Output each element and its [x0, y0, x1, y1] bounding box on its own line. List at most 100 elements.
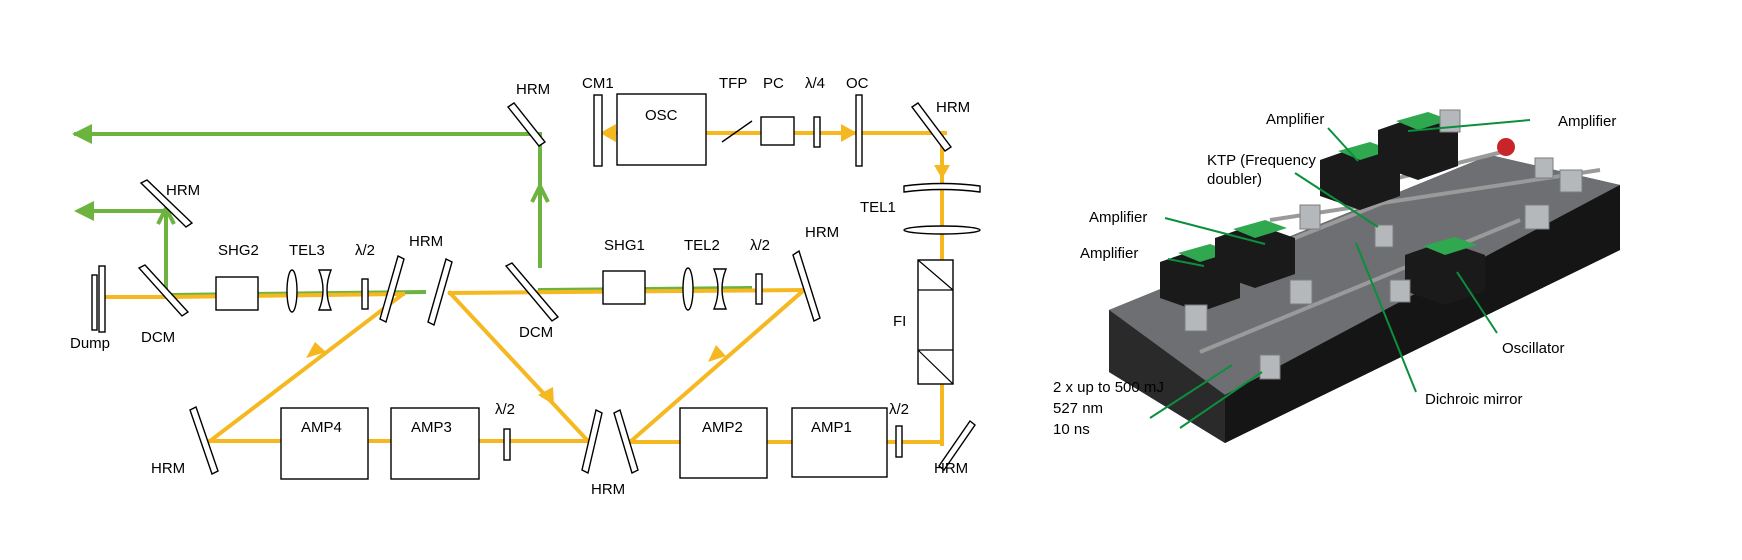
amp2-box: [679, 407, 768, 479]
label-tel2: TEL2: [684, 237, 720, 254]
tel1-lens-2: [903, 225, 981, 235]
label-hrm-right-mid: HRM: [805, 224, 839, 241]
hrm-bottom-left-mirror: [189, 406, 219, 475]
leader-amplifier-low: [1167, 258, 1205, 267]
hrm-left-upper-mirror: [139, 179, 194, 228]
optical-mounts: [1184, 109, 1583, 380]
optical-layout-schematic: HRM CM1 OSC TFP PC λ/4 OC HRM HRM SHG2 T…: [70, 75, 981, 498]
hrm-top-right-mirror: [910, 102, 953, 152]
shg2-box: [215, 276, 259, 311]
half-wave-mid-plate: [755, 273, 763, 305]
label-hrm-top-left: HRM: [516, 81, 550, 98]
fi-divider-bottom: [917, 349, 954, 385]
leader-amplifier-top-left: [1327, 127, 1359, 162]
label-osc: OSC: [645, 107, 678, 124]
half-wave-right-plate: [895, 425, 903, 458]
label-half-wave-lower: λ/2: [495, 401, 515, 418]
label-half-wave-left: λ/2: [355, 242, 375, 259]
tfp-plate: [721, 120, 753, 143]
tel2-lens-2: [712, 268, 728, 310]
leader-ktp: [1294, 172, 1379, 228]
dcm-left-mirror: [137, 264, 190, 317]
label-hrm-bottom-left: HRM: [151, 460, 185, 477]
label-amplifier-top-right: Amplifier: [1558, 113, 1616, 130]
beam-diag-up-right: [627, 287, 807, 445]
fi-box: [917, 259, 954, 385]
label-hrm-left-upper: HRM: [166, 182, 200, 199]
label-amplifier-low: Amplifier: [1080, 245, 1138, 262]
label-hrm-bottom-right: HRM: [934, 460, 968, 477]
tel2-lens-1: [682, 267, 694, 311]
label-half-wave-right: λ/2: [889, 401, 909, 418]
half-wave-lower-plate: [503, 428, 511, 461]
half-wave-left-plate: [361, 278, 369, 310]
label-oc: OC: [846, 75, 869, 92]
dump-plate-2: [98, 265, 106, 333]
hrm-mid-mirror-a: [379, 254, 405, 324]
amp4-box: [280, 407, 369, 480]
label-output-duration: 10 ns: [1053, 421, 1090, 438]
label-tel3: TEL3: [289, 242, 325, 259]
label-pc: PC: [763, 75, 784, 92]
label-output-wavelength: 527 nm: [1053, 400, 1103, 417]
green-arrow-left-upper: [72, 124, 92, 144]
amp1-box: [791, 407, 888, 478]
label-dichroic-mirror: Dichroic mirror: [1425, 391, 1523, 408]
label-fi: FI: [893, 313, 906, 330]
arrow-diag-left: [306, 342, 326, 358]
leader-amplifier-top-right: [1407, 119, 1531, 132]
red-mount: [1497, 138, 1515, 156]
leader-lines: [1149, 119, 1531, 429]
amplifier-heads: [1160, 112, 1515, 312]
base-front-right-face: [1225, 185, 1620, 443]
label-half-wave-mid: λ/2: [750, 237, 770, 254]
osc-arrow-left: [600, 124, 616, 142]
leader-output-2: [1179, 371, 1263, 429]
label-dcm-left: DCM: [141, 329, 175, 346]
label-tel1: TEL1: [860, 199, 896, 216]
green-arrow-up-left: [156, 207, 176, 225]
tel3-lens-1: [286, 269, 298, 313]
label-tfp: TFP: [719, 75, 747, 92]
label-hrm-bottom-mid: HRM: [591, 481, 625, 498]
label-cm1: CM1: [582, 75, 614, 92]
label-amp4: AMP4: [301, 419, 342, 436]
label-dcm-mid: DCM: [519, 324, 553, 341]
arrow-down-right: [934, 165, 950, 179]
cm1-mirror: [593, 94, 603, 167]
fi-divider-top: [917, 259, 954, 291]
hrm-mid-mirror-b: [427, 257, 453, 327]
beam-diag-up-left: [207, 291, 406, 444]
osc-arrow-right: [841, 124, 857, 142]
label-quarter-wave: λ/4: [805, 75, 825, 92]
label-amp1: AMP1: [811, 419, 852, 436]
oc-mirror: [855, 94, 863, 167]
osc-box: [616, 93, 707, 166]
label-amplifier-top-left: Amplifier: [1266, 111, 1324, 128]
label-oscillator: Oscillator: [1502, 340, 1565, 357]
hrm-bottom-right-mirror: [938, 419, 976, 472]
label-shg1: SHG1: [604, 237, 645, 254]
leader-output-1: [1149, 364, 1233, 419]
green-arrow-up-mid: [530, 185, 550, 203]
amp3-box: [390, 407, 480, 480]
pc-box: [760, 116, 795, 146]
hrm-right-mid-mirror: [792, 249, 821, 322]
leader-oscillator: [1456, 271, 1498, 334]
arrow-diag-right: [708, 345, 726, 362]
base-front-left-face: [1109, 310, 1225, 443]
shg1-box: [602, 270, 646, 305]
green-output-beam-upper: [74, 132, 542, 268]
label-dump: Dump: [70, 335, 110, 352]
label-amp2: AMP2: [702, 419, 743, 436]
hrm-bottom-mid-mirror-a: [613, 409, 639, 474]
quarter-wave-plate: [813, 116, 821, 148]
optical-components: [91, 93, 981, 480]
label-output-energy: 2 x up to 500 mJ: [1053, 379, 1164, 396]
label-amp3: AMP3: [411, 419, 452, 436]
tel3-lens-2: [317, 269, 333, 311]
